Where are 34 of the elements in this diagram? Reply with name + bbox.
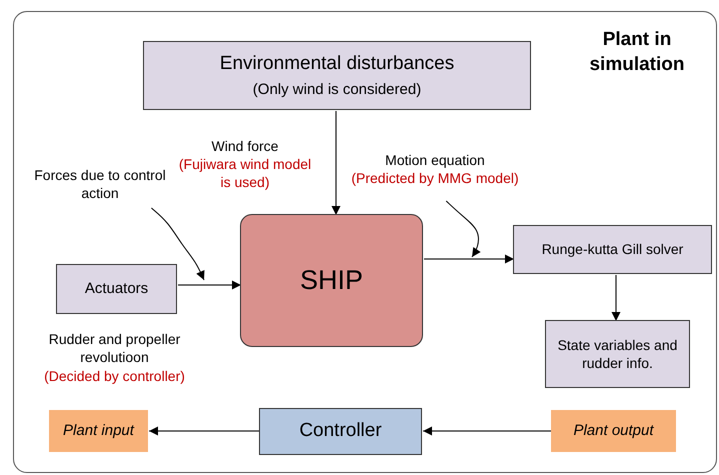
- leader-line: [446, 200, 481, 258]
- leader-line: [150, 208, 204, 280]
- arrow: [424, 254, 514, 264]
- io-box: [551, 410, 676, 452]
- process-box: [513, 225, 712, 274]
- arrow: [148, 426, 260, 436]
- box-label: Actuators: [84, 279, 148, 299]
- box-label: Controller: [299, 419, 382, 444]
- arrow: [422, 426, 552, 436]
- annotation-note: (Fujiwara wind model is used): [178, 155, 312, 192]
- box-label: Plant input: [63, 421, 134, 441]
- annotation-text: Motion equation: [384, 150, 486, 169]
- box-subtitle: (Only wind is considered): [252, 80, 422, 100]
- process-box: [56, 264, 177, 314]
- annotation-text: Forces due to control action: [33, 166, 167, 202]
- process-box: [143, 41, 531, 110]
- box-label: State variables and rudder info.: [556, 336, 678, 372]
- panel-title: Plant in simulation: [588, 28, 686, 77]
- arrow: [612, 274, 620, 322]
- ship-box: [240, 214, 423, 347]
- box-title: Environmental disturbances: [220, 52, 454, 76]
- annotation-text: Wind force: [210, 137, 280, 156]
- io-box: [49, 410, 148, 452]
- annotation-note: (Predicted by MMG model): [351, 169, 519, 188]
- controller-box: [259, 408, 422, 455]
- box-label: SHIP: [300, 264, 364, 297]
- process-box: [545, 320, 690, 388]
- box-label: Runge-kutta Gill solver: [542, 240, 684, 259]
- arrow: [178, 280, 242, 290]
- plant-panel: [13, 11, 717, 473]
- arrow: [332, 110, 340, 216]
- annotation-text: Rudder and propeller revolutioon: [48, 330, 182, 366]
- box-label: Plant output: [573, 421, 654, 441]
- annotation-note: (Decided by controller): [43, 367, 186, 386]
